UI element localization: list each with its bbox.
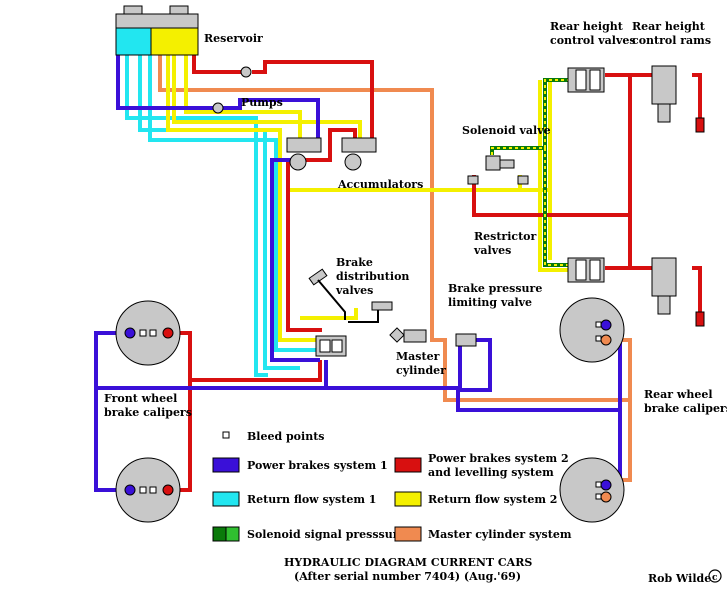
legend-item-master: Master cylinder system: [394, 526, 572, 542]
brake-pressure-label-line2: limiting valve: [448, 296, 532, 309]
rear-height-control-ram-bottom: [651, 257, 705, 327]
diagram-title-line1: HYDRAULIC DIAGRAM CURRENT CARS: [284, 556, 532, 569]
legend-bleed-points: Bleed points: [222, 430, 324, 443]
rear-calipers-label-line1: Rear wheel: [644, 388, 713, 401]
restrictor-valves-label-line2: valves: [473, 244, 511, 257]
pump-unit-2: [341, 137, 377, 171]
brake-distribution-label-line1: Brake: [336, 256, 373, 269]
brake-distribution-label-line2: distribution: [336, 270, 409, 283]
master-cylinder-label-line1: Master: [396, 350, 440, 363]
solenoid-signal-pipes: [490, 78, 570, 267]
front-left-lower-caliper: [115, 457, 181, 523]
front-calipers-label-line2: brake calipers: [104, 406, 192, 419]
rear-height-rams-label-line1: Rear height: [632, 20, 706, 33]
pump-symbol: [240, 66, 252, 78]
rear-height-valves-label-line2: control valves: [550, 34, 636, 47]
power-system-1-pipes: [94, 55, 622, 492]
legend-item-solenoid: Solenoid signal presssure: [212, 526, 406, 542]
rear-upper-caliper: [559, 297, 625, 363]
master-cylinder: [389, 327, 427, 343]
copyright-symbol: c: [712, 573, 718, 583]
legend-item-return2: Return flow system 2: [394, 491, 557, 507]
credit-author: Rob Wilde: [648, 572, 711, 585]
legend-label-return1: Return flow system 1: [247, 493, 376, 506]
brake-distribution-valves: [315, 335, 347, 357]
legend-item-return1: Return flow system 1: [212, 491, 376, 507]
pump-unit-1: [286, 137, 322, 171]
reservoir: [115, 5, 199, 56]
solenoid-valve: [467, 155, 529, 185]
brake-pedal: [308, 268, 393, 323]
legend-item-power2: Power brakes system 2 and levelling syst…: [394, 452, 569, 479]
restrictor-valves-label-line1: Restrictor: [474, 230, 537, 243]
component-labels: Reservoir Pumps Accumulators Brake distr…: [104, 20, 727, 419]
legend-label-power2-line2: and levelling system: [428, 466, 554, 479]
pumps-label: Pumps: [241, 96, 283, 109]
reservoir-label: Reservoir: [204, 32, 263, 45]
legend-label-power2-line1: Power brakes system 2: [428, 452, 569, 465]
diagram-title-line2: (After serial number 7404) (Aug.'69): [294, 570, 521, 583]
rear-height-control-valve-top: [567, 67, 605, 93]
front-calipers-label-line1: Front wheel: [104, 392, 177, 405]
front-left-upper-caliper: [115, 300, 181, 366]
legend-label-return2: Return flow system 2: [428, 493, 557, 506]
rear-height-control-ram-top: [651, 65, 705, 133]
rear-height-control-valve-bottom: [567, 257, 605, 283]
solenoid-valve-label: Solenoid valve: [462, 124, 551, 137]
legend-label-solenoid: Solenoid signal presssure: [247, 528, 406, 541]
brake-distribution-label-line3: valves: [335, 284, 373, 297]
rear-height-rams-label-line2: control rams: [632, 34, 711, 47]
pump-symbol: [212, 102, 224, 114]
legend: Bleed points Power brakes system 1 Retur…: [212, 430, 572, 542]
legend-bleed-points-label: Bleed points: [247, 430, 324, 443]
components: [115, 5, 705, 523]
rear-calipers-label-line2: brake calipers: [644, 402, 727, 415]
return-flow-2-pipes: [166, 55, 570, 342]
rear-lower-caliper: [559, 457, 625, 523]
rear-height-valves-label-line1: Rear height: [550, 20, 624, 33]
copyright-icon: c: [708, 569, 722, 583]
brake-pressure-limiting-valve: [455, 333, 477, 347]
brake-pressure-label-line1: Brake pressure: [448, 282, 542, 295]
legend-label-power1: Power brakes system 1: [247, 459, 388, 472]
legend-item-power1: Power brakes system 1: [212, 457, 388, 473]
legend-label-master: Master cylinder system: [428, 528, 572, 541]
master-cylinder-label-line2: cylinder: [396, 364, 446, 377]
accumulators-label: Accumulators: [337, 178, 423, 191]
